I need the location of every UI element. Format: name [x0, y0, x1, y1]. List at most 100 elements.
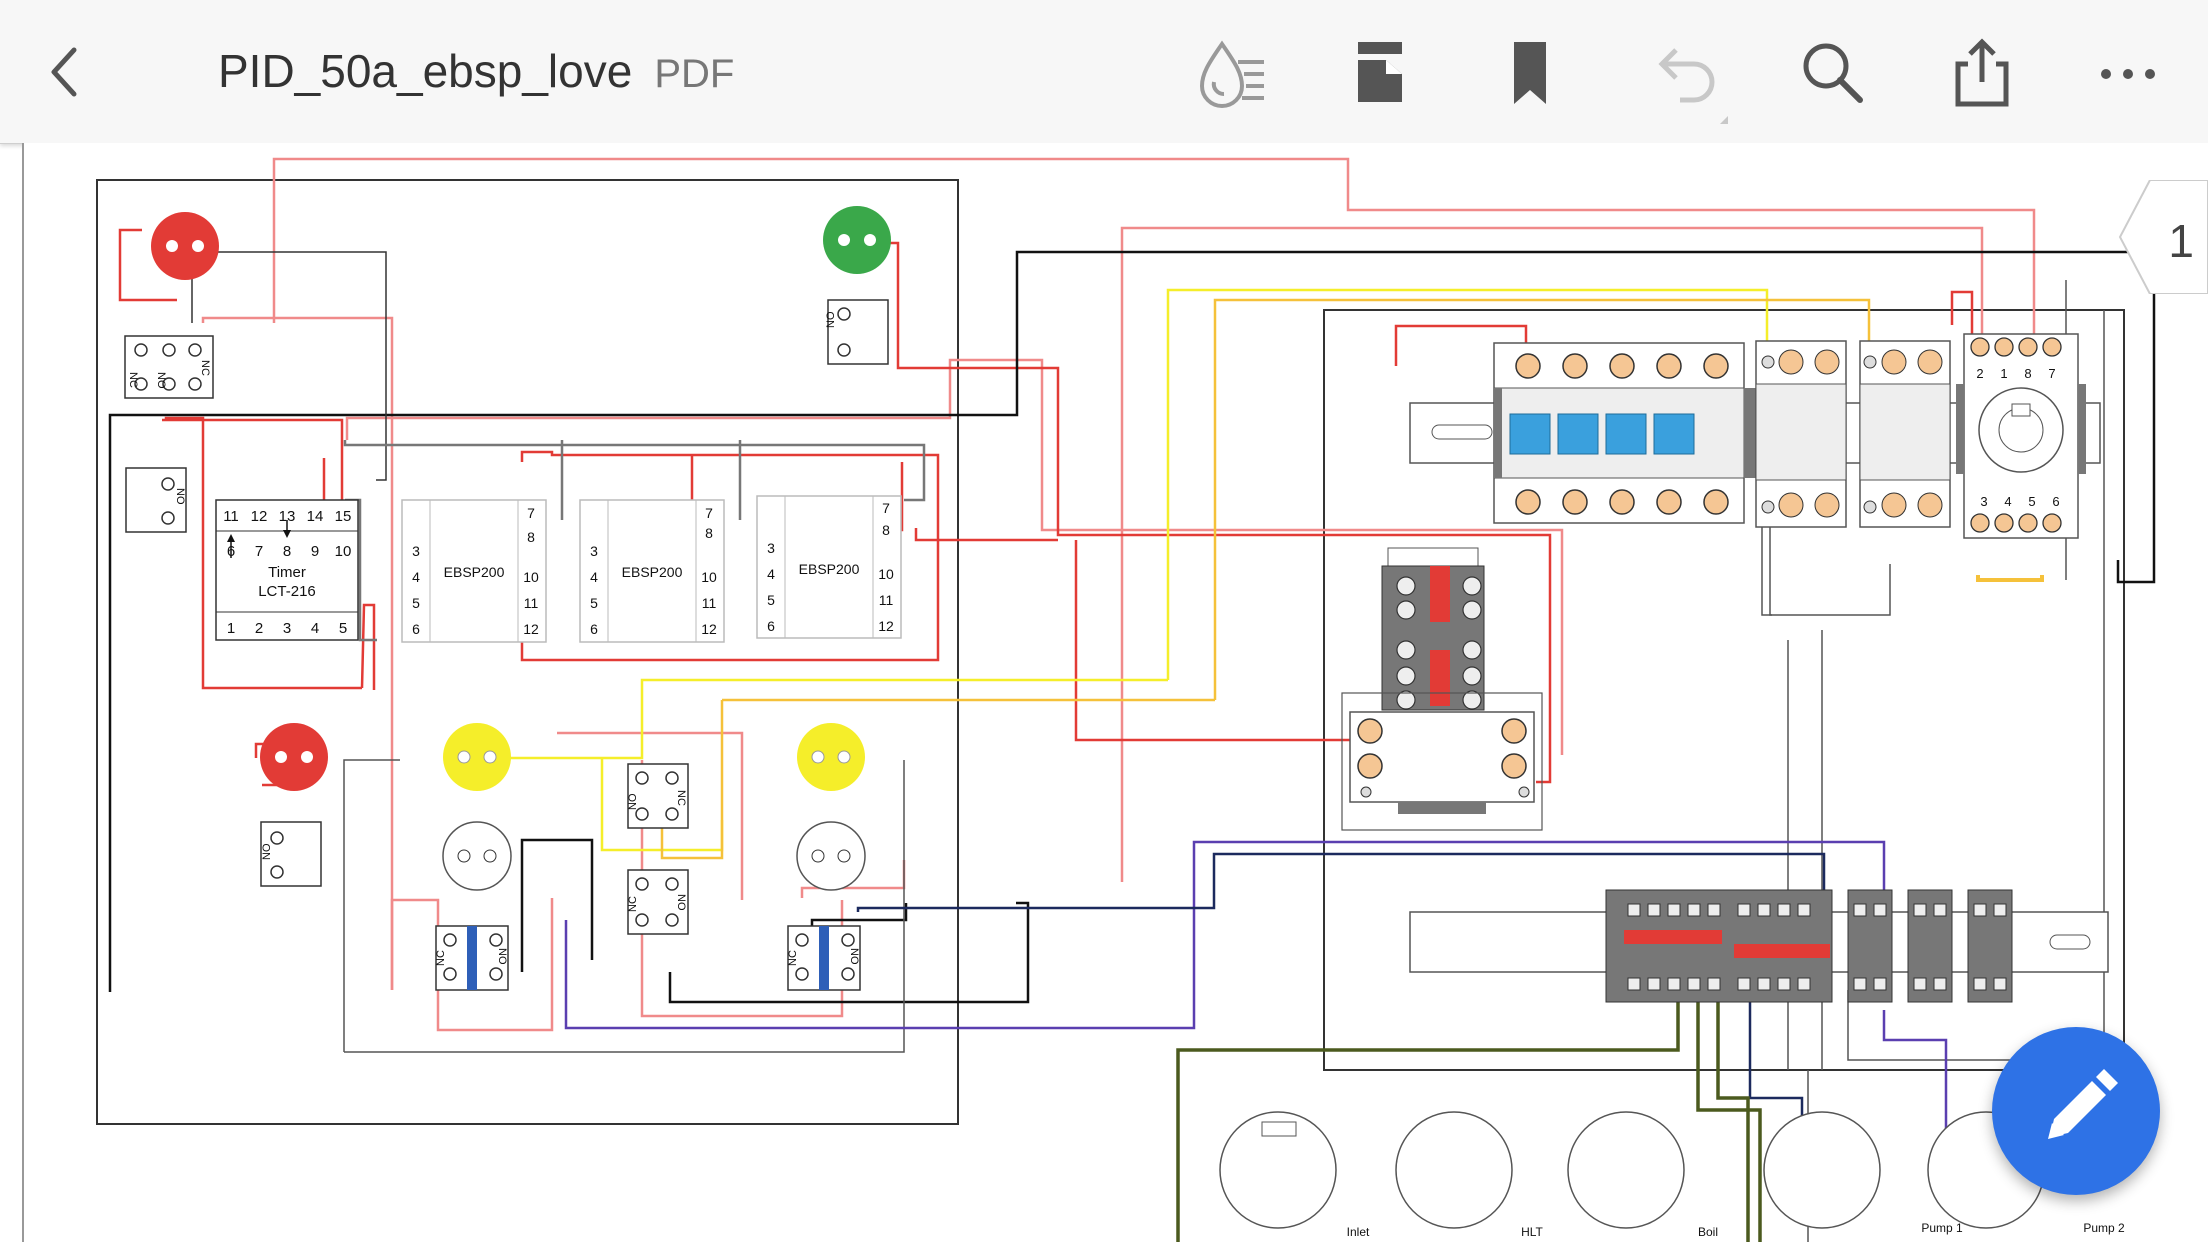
share-icon[interactable]: [1944, 34, 2020, 110]
relay-t6: 6: [2052, 494, 2059, 509]
outlet-pump-1: [1763, 1111, 1881, 1229]
pilot-lamp-red-lower: [260, 723, 328, 791]
ebsp2-t10: 10: [701, 569, 717, 585]
label-no-7: NO: [496, 948, 508, 965]
liquid-mode-icon[interactable]: [1194, 34, 1270, 110]
ebsp3-t5: 5: [767, 592, 775, 608]
relay-t5: 5: [2028, 494, 2035, 509]
ebsp3-t10: 10: [878, 566, 894, 582]
ebsp1-t12: 12: [523, 621, 539, 637]
label-inlet: Inlet: [1347, 1225, 1370, 1239]
search-icon[interactable]: [1794, 34, 1870, 110]
timer-t12: 12: [251, 508, 268, 525]
timer-t10: 10: [335, 543, 352, 560]
contact-block-lower: [260, 821, 322, 887]
label-nc-1: NC: [127, 372, 139, 388]
ebsp2-t8: 8: [705, 525, 713, 541]
label-boil: Boil: [1698, 1225, 1718, 1239]
label-pump-2: Pump 2: [2083, 1221, 2125, 1235]
outlet-boil: [1567, 1111, 1685, 1229]
timer-t8: 8: [283, 543, 291, 560]
ebsp2-label: EBSP200: [622, 564, 683, 580]
pdf-page: NC NO NC NO NO NO NO NC NC NO NC NO NC N…: [22, 143, 2208, 1242]
ebsp2-t6: 6: [590, 621, 598, 637]
ebsp1-t10: 10: [523, 569, 539, 585]
ebsp1-label: EBSP200: [444, 564, 505, 580]
ebsp3-t6: 6: [767, 618, 775, 634]
document-name: PID_50a_ebsp_love: [218, 45, 633, 97]
ebsp3-t3: 3: [767, 540, 775, 556]
pilot-lamp-yellow-left: [443, 723, 511, 791]
timer-t11: 11: [223, 508, 239, 525]
label-pump-1: Pump 1: [1921, 1221, 1963, 1235]
pencil-icon: [2048, 1069, 2118, 1139]
back-chevron-icon[interactable]: [40, 40, 100, 104]
timer-t3: 3: [283, 620, 291, 637]
relay-t1: 1: [2000, 366, 2007, 381]
switch-left: [442, 821, 512, 891]
contact-block-green: [827, 299, 889, 365]
timer-lct-216: 11 12 13 14 15 6 7 8 9 10 Timer LCT-216 …: [215, 499, 359, 641]
timer-t7: 7: [255, 543, 263, 560]
more-icon[interactable]: [2090, 34, 2166, 110]
ebsp200-module-3: 3 4 5 6 7 8 10 11 12 EBSP200: [756, 495, 902, 639]
ebsp1-t11: 11: [524, 595, 539, 611]
page-number: 1: [2168, 215, 2194, 267]
edit-fab-button[interactable]: [1992, 1027, 2160, 1195]
label-nc-4: NC: [627, 896, 639, 912]
ebsp3-t7: 7: [882, 500, 890, 516]
relay-t2: 2: [1976, 366, 1983, 381]
ebsp3-t4: 4: [767, 566, 775, 582]
timer-t4: 4: [311, 620, 319, 637]
ebsp1-t3: 3: [412, 543, 420, 559]
switch-actuator-right: [819, 926, 829, 990]
document-type: PDF: [654, 52, 735, 96]
relay-t4: 4: [2004, 494, 2011, 509]
wires: [108, 157, 2156, 1242]
timer-t1: 1: [227, 620, 235, 637]
pilot-lamp-yellow-right: [797, 723, 865, 791]
timer-label: Timer: [268, 564, 306, 581]
ebsp1-t6: 6: [412, 621, 420, 637]
bookmark-icon[interactable]: [1492, 34, 1568, 110]
label-no-4: NO: [261, 843, 273, 860]
ebsp2-t5: 5: [590, 595, 598, 611]
relay-t3: 3: [1980, 494, 1987, 509]
ebsp2-t11: 11: [702, 595, 717, 611]
pilot-lamp-green: [823, 206, 891, 274]
undo-icon[interactable]: [1644, 34, 1728, 128]
relay-t7: 7: [2048, 366, 2055, 381]
breaker-single-1: [1755, 340, 1847, 528]
page-layout-icon[interactable]: [1342, 34, 1418, 110]
pilot-lamp-red-top: [151, 212, 219, 280]
ebsp1-t7: 7: [527, 505, 535, 521]
label-nc-5: NC: [435, 950, 447, 966]
ebsp1-t8: 8: [527, 529, 535, 545]
outlet-inlet: [1219, 1111, 1337, 1229]
ebsp2-t3: 3: [590, 543, 598, 559]
ebsp2-t7: 7: [705, 505, 713, 521]
contact-block-side: [125, 467, 187, 533]
timer-t15: 15: [335, 508, 352, 525]
label-hlt: HLT: [1521, 1225, 1543, 1239]
ebsp200-module-1: 3 4 5 6 7 8 10 11 12 EBSP200: [401, 499, 547, 643]
label-no-8: NO: [848, 948, 860, 965]
switch-actuator-left: [467, 926, 477, 990]
ebsp3-t11: 11: [879, 592, 894, 608]
wiring-diagram: NC NO NC NO NO NO NO NC NC NO NC NO NC N…: [96, 157, 2156, 1242]
page-indicator[interactable]: 1: [2114, 180, 2208, 294]
ebsp2-t12: 12: [701, 621, 717, 637]
terminal-blocks: [1605, 889, 2013, 1003]
ebsp3-t8: 8: [882, 522, 890, 538]
label-no-1: NO: [155, 372, 167, 389]
outlet-hlt: [1395, 1111, 1513, 1229]
label-no-6: NO: [675, 894, 687, 911]
timer-model: LCT-216: [258, 583, 316, 600]
ebsp3-label: EBSP200: [799, 561, 860, 577]
label-nc-6: NC: [787, 950, 799, 966]
ebsp3-t12: 12: [878, 618, 894, 634]
relay-t8: 8: [2024, 366, 2031, 381]
ebsp200-module-2: 3 4 5 6 7 8 10 11 12 EBSP200: [579, 499, 725, 643]
label-nc-3: NC: [675, 790, 687, 806]
top-toolbar: PID_50a_ebsp_love PDF: [0, 0, 2208, 144]
